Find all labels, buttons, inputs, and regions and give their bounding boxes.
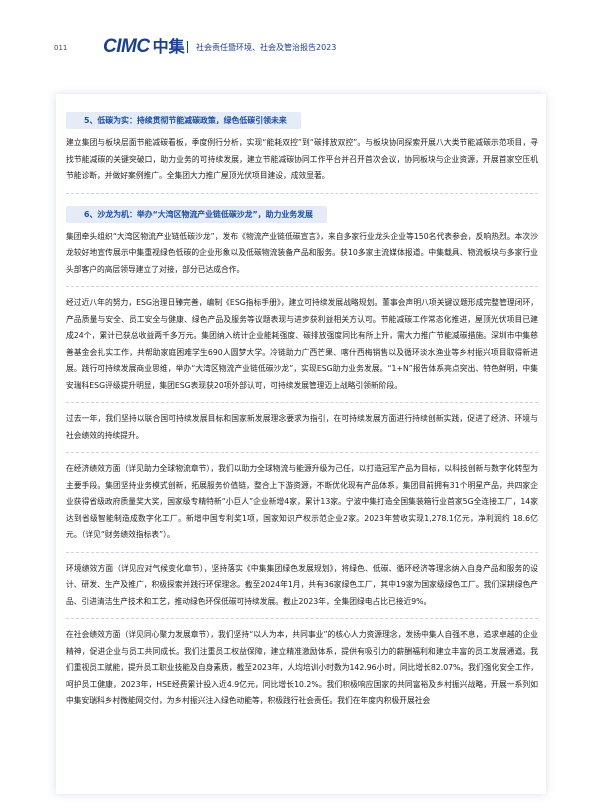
section-salon: 6、沙龙为机：举办“大湾区物流产业链低碳沙龙”，助力业务发展 集团牵头组织“大湾… <box>66 202 538 718</box>
logo-chinese-text: 中集 <box>152 37 185 56</box>
content-panel: 5、低碳为实：持续贯彻节能减碳政策，绿色低碳引领未来 建立集团与板块层面节能减碳… <box>56 94 546 794</box>
content-body: 5、低碳为实：持续贯彻节能减碳政策，绿色低碳引领未来 建立集团与板块层面节能减碳… <box>66 108 538 726</box>
paragraph: 环境绩效方面（详见应对气候变化章节），坚持落实《中集集团绿色发展规划》，将绿色、… <box>66 561 538 619</box>
paragraph: 经过近八年的努力，ESG治理日臻完善，编制《ESG指标手册》，建立可持续发展战略… <box>66 295 538 403</box>
paragraph: 在社会绩效方面（详见同心聚力发展章节），我们坚持“以人为本，共同事业”的核心人力… <box>66 630 538 705</box>
header-divider <box>187 41 188 53</box>
logo-latin-text: CIMC <box>103 36 150 57</box>
paragraph: 在经济绩效方面（详见助力全球物流章节），我们以助力全球物流与能源升级为己任，以打… <box>66 461 538 553</box>
cimc-logo: CIMC 中集 <box>103 37 185 57</box>
section-low-carbon: 5、低碳为实：持续贯彻节能减碳政策，绿色低碳引领未来 建立集团与板块层面节能减碳… <box>66 108 538 194</box>
report-title: 社会责任暨环境、社会及管治报告2023 <box>196 43 337 52</box>
section-heading: 6、沙龙为机：举办“大湾区物流产业链低碳沙龙”，助力业务发展 <box>66 205 327 223</box>
paragraph: 过去一年，我们坚持以联合国可持续发展目标和国家新发展理念要求为指引，在可持续发展… <box>66 411 538 453</box>
page-number: 011 <box>54 44 68 52</box>
paragraph: 建立集团与板块层面节能减碳看板，季度例行分析，实现“能耗双控”到“碳排放双控”。… <box>66 135 538 194</box>
paragraph: 集团牵头组织“大湾区物流产业链低碳沙龙”，发布《物流产业链低碳宣言》，来自多家行… <box>66 229 538 287</box>
section-heading: 5、低碳为实：持续贯彻节能减碳政策，绿色低碳引领未来 <box>66 112 301 129</box>
